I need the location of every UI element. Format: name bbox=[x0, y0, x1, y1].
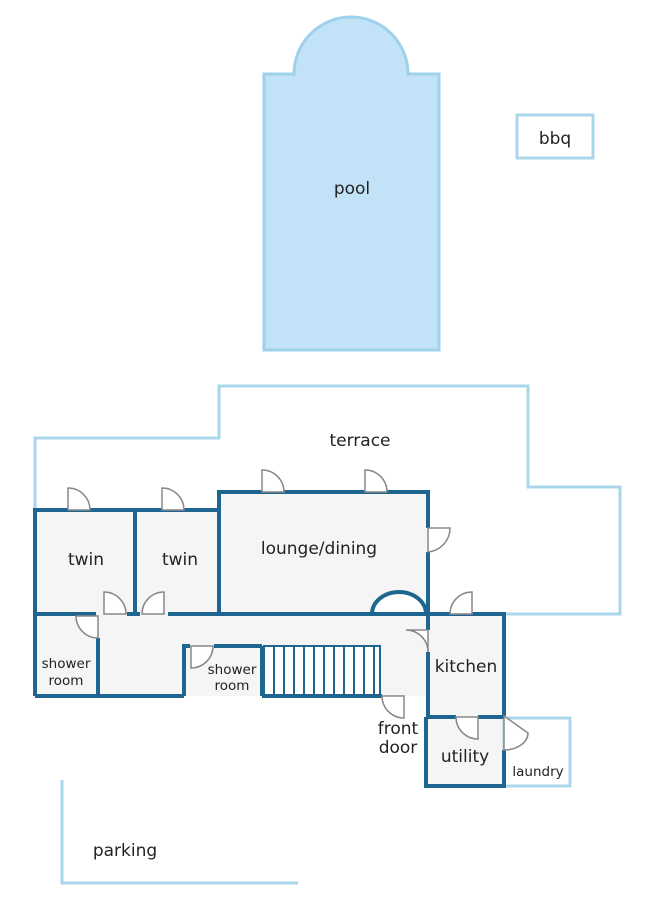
front-door-label-line1: front bbox=[378, 719, 419, 739]
door-kitchen-top bbox=[449, 591, 473, 615]
twin-1-label: twin bbox=[68, 550, 104, 570]
front-door-label-line2: door bbox=[379, 738, 418, 758]
utility-label: utility bbox=[441, 747, 489, 767]
lounge-dining-label: lounge/dining bbox=[261, 539, 377, 559]
terrace-label: terrace bbox=[329, 431, 390, 451]
bbq-area bbox=[515, 113, 595, 160]
shower-room-2-label-line1: shower bbox=[208, 662, 257, 678]
twin-2-label: twin bbox=[162, 550, 198, 570]
shower-room-1-label-line1: shower bbox=[42, 656, 91, 672]
bbq-label: bbq bbox=[539, 129, 571, 149]
door-lounge-side bbox=[427, 527, 451, 553]
door-corridor-2 bbox=[141, 591, 165, 615]
laundry-label: laundry bbox=[512, 764, 563, 780]
room-fills bbox=[35, 492, 504, 786]
door-utility bbox=[455, 716, 479, 740]
pool-label: pool bbox=[334, 179, 370, 199]
parking-label: parking bbox=[93, 841, 157, 861]
shower-room-1-label-line2: room bbox=[49, 673, 84, 689]
parking-outline bbox=[60, 780, 298, 885]
kitchen-label: kitchen bbox=[435, 657, 498, 677]
door-twin-2 bbox=[161, 487, 185, 511]
door-corridor-1 bbox=[103, 591, 127, 615]
door-front bbox=[381, 695, 405, 719]
door-shower-left bbox=[75, 615, 99, 639]
door-terrace-1 bbox=[261, 469, 285, 493]
corridor-arch bbox=[370, 590, 428, 615]
door-twin-1 bbox=[67, 487, 91, 511]
door-shower-center bbox=[190, 645, 214, 669]
terrace-outline bbox=[33, 384, 622, 616]
door-terrace-2 bbox=[364, 469, 388, 493]
staircase bbox=[263, 645, 381, 696]
doors bbox=[67, 469, 529, 751]
door-kitchen-side bbox=[405, 629, 429, 653]
door-laundry bbox=[503, 714, 529, 751]
shower-room-2-label-line2: room bbox=[215, 678, 250, 694]
pool bbox=[262, 15, 441, 352]
